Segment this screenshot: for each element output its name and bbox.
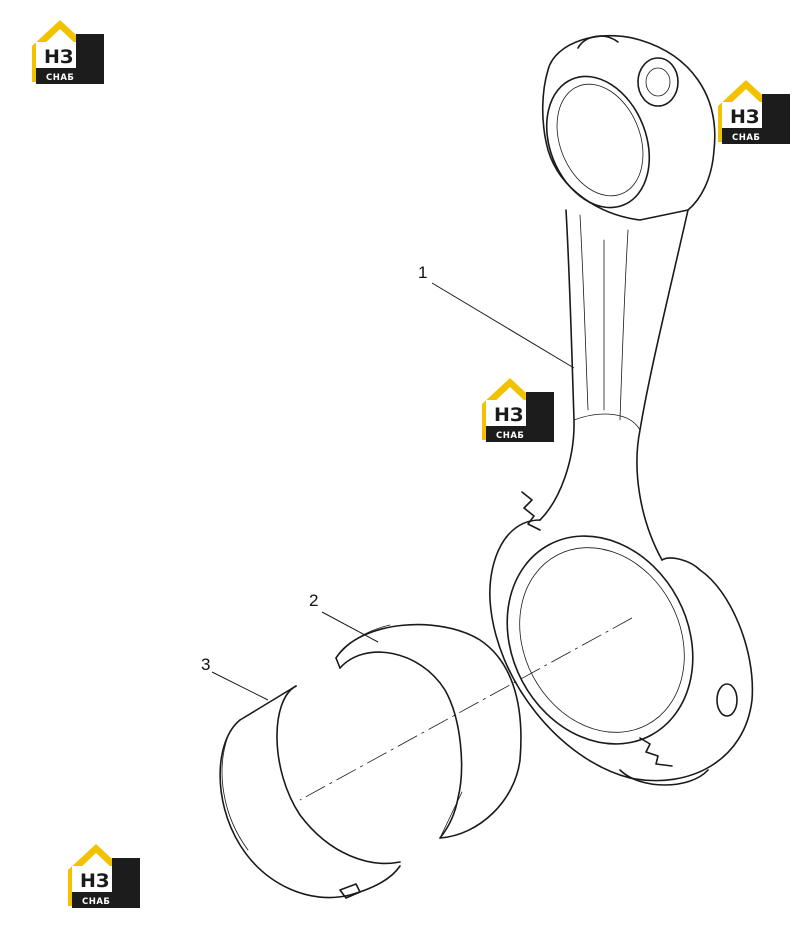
bearing-shell-upper[interactable]: [335, 623, 522, 839]
callout-3: 3: [201, 655, 210, 674]
logo-text-bottom: СНАБ: [46, 73, 74, 83]
leader-line-1: [431, 282, 575, 369]
callout-1: 1: [418, 263, 427, 282]
logo-text-top: НЗ: [494, 404, 523, 426]
logo-text-top: НЗ: [44, 46, 73, 68]
leader-line-2: [321, 611, 379, 643]
leader-line-3: [211, 671, 269, 701]
logo-text-bottom: СНАБ: [496, 431, 524, 441]
logo-text-bottom: СНАБ: [82, 897, 110, 907]
watermark-logo-4: НЗ СНАБ: [68, 844, 140, 908]
logo-text-top: НЗ: [80, 870, 109, 892]
callout-2: 2: [309, 591, 318, 610]
logo-text-top: НЗ: [730, 106, 759, 128]
connecting-rod[interactable]: [299, 34, 754, 801]
logo-text-bottom: СНАБ: [732, 133, 760, 143]
watermark-logo-1: НЗ СНАБ: [32, 20, 104, 84]
watermark-logo-3: НЗ СНАБ: [482, 378, 554, 442]
watermark-logo-2: НЗ СНАБ: [718, 80, 790, 144]
bearing-shell-lower[interactable]: [219, 685, 401, 899]
